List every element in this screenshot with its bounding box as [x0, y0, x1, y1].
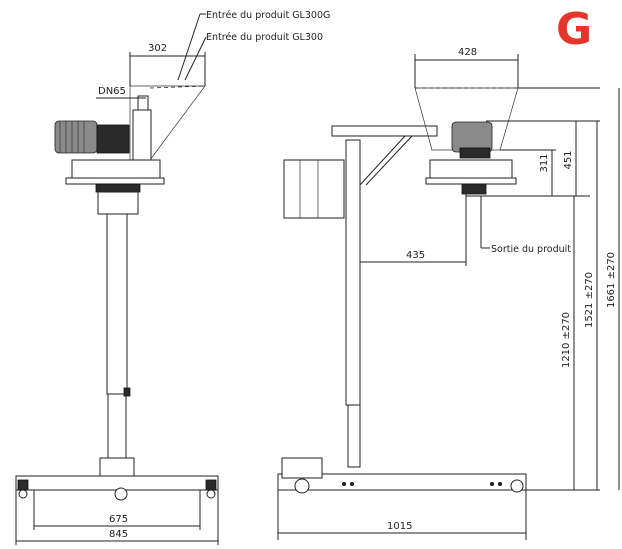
- counterweight: [283, 159, 345, 219]
- dim-base-outer: 845: [109, 529, 128, 540]
- dim-pipe-size: DN65: [98, 86, 126, 97]
- dim-arm-reach: 435: [406, 250, 425, 261]
- side-arm: [331, 125, 438, 137]
- dim-vert-1521: 1521 ±270: [584, 272, 595, 328]
- callout-inlet-gl300g: Entrée du produit GL300G: [206, 10, 330, 21]
- brand-logo-letter: G: [556, 4, 592, 55]
- dim-vert-1661: 1661 ±270: [606, 252, 617, 308]
- side-view: 428 435 Sortie du produit 1015 451 311 1…: [277, 47, 620, 540]
- callout-inlet-gl300: Entrée du produit GL300: [206, 32, 323, 43]
- dim-vert-451: 451: [563, 150, 574, 169]
- dim-base-inner: 675: [109, 514, 128, 525]
- side-column: [345, 139, 361, 406]
- front-column: [106, 213, 128, 395]
- dim-hopper-width: 428: [458, 47, 477, 58]
- motor: [54, 120, 98, 154]
- dim-inlet-width: 302: [148, 43, 167, 54]
- dim-vert-311: 311: [539, 153, 550, 172]
- front-view: 302 DN65 Entrée du produit GL300G Entrée…: [15, 10, 330, 545]
- dim-base-length: 1015: [387, 521, 412, 532]
- dim-vert-1210: 1210 ±270: [561, 312, 572, 368]
- side-base: [277, 473, 527, 491]
- callout-outlet: Sortie du produit: [491, 244, 571, 255]
- front-base: [15, 475, 219, 491]
